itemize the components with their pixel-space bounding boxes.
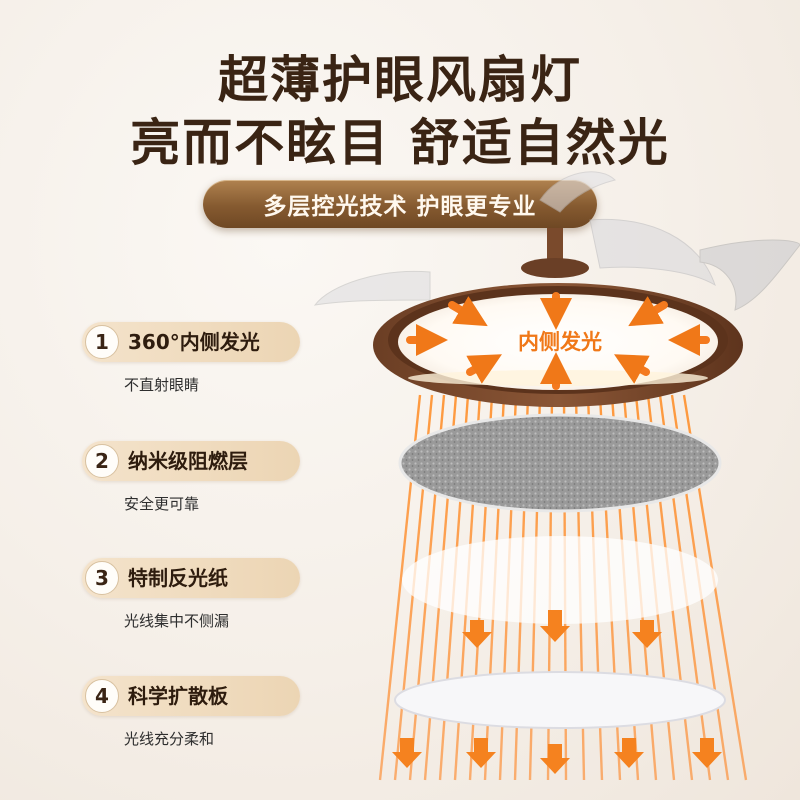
feature-title: 特制反光纸 (128, 566, 228, 590)
feature-title: 科学扩散板 (128, 684, 228, 708)
feature-description: 光线充分柔和 (124, 730, 215, 748)
feature-description: 不直射眼睛 (124, 376, 200, 394)
feature-item-4: 4 科学扩散板 光线充分柔和 (82, 676, 300, 749)
title-line-2: 亮而不眩目 舒适自然光 (130, 114, 670, 172)
feature-number: 4 (85, 679, 119, 713)
feature-pill: 4 科学扩散板 (82, 676, 300, 716)
feature-pill: 2 纳米级阻燃层 (82, 441, 300, 481)
feature-number: 2 (85, 444, 119, 478)
feature-title: 360°内侧发光 (128, 330, 260, 354)
feature-title: 纳米级阻燃层 (128, 449, 248, 473)
feature-item-2: 2 纳米级阻燃层 安全更可靠 (82, 441, 300, 514)
fan-blades (313, 171, 800, 311)
feature-number: 3 (85, 561, 119, 595)
reflective-paper-disc (402, 536, 718, 624)
feature-description: 安全更可靠 (124, 495, 200, 513)
inner-glow-label: 内侧发光 (518, 330, 602, 354)
down-arrows (392, 610, 722, 774)
feature-item-1: 1 360°内侧发光 不直射眼睛 (82, 322, 300, 395)
feature-pill: 3 特制反光纸 (82, 558, 300, 598)
feature-description: 光线集中不侧漏 (124, 612, 230, 630)
feature-number: 1 (85, 325, 119, 359)
title-line-1: 超薄护眼风扇灯 (218, 51, 582, 109)
inward-arrows (406, 292, 710, 390)
feature-pill: 1 360°内侧发光 (82, 322, 300, 362)
diffuser-disc (394, 671, 726, 729)
banner-pill: 多层控光技术 护眼更专业 (203, 180, 597, 228)
feature-item-3: 3 特制反光纸 光线集中不侧漏 (82, 558, 300, 631)
nano-layer-disc (398, 413, 722, 513)
